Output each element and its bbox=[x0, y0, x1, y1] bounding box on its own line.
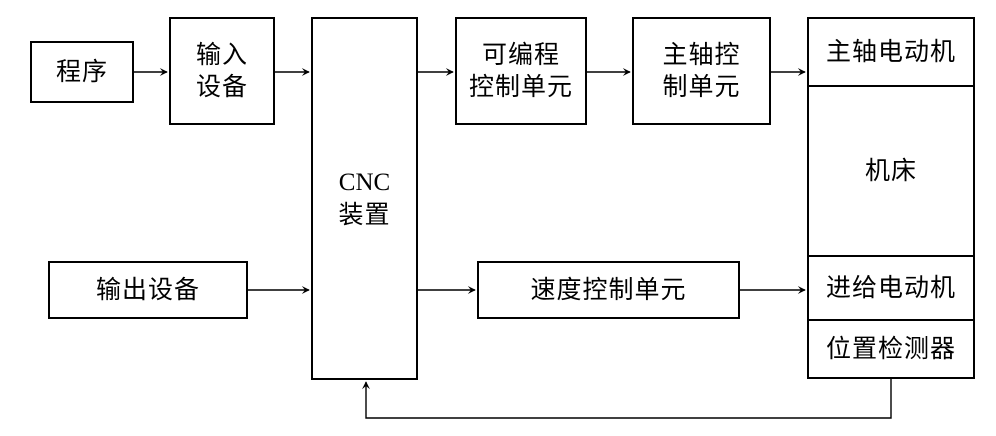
output-device-label: 输出设备 bbox=[95, 275, 200, 304]
program-block: 程序 bbox=[30, 41, 134, 103]
program-label: 程序 bbox=[55, 57, 108, 86]
spindle-motor-block: 主轴电动机 bbox=[807, 17, 975, 87]
feed-motor-block: 进给电动机 bbox=[807, 255, 975, 321]
position-detector-block: 位置检测器 bbox=[807, 319, 975, 379]
position-detector-label: 位置检测器 bbox=[825, 334, 956, 363]
speed-control-unit-label: 速度控制单元 bbox=[530, 275, 687, 304]
input-device-block: 输入 设备 bbox=[169, 17, 275, 125]
plc-unit-block: 可编程 控制单元 bbox=[455, 17, 587, 125]
cnc-device-block: CNC 装置 bbox=[311, 17, 418, 380]
input-device-label: 输入 设备 bbox=[195, 40, 248, 101]
machine-tool-label: 机床 bbox=[864, 156, 917, 185]
feed-motor-label: 进给电动机 bbox=[825, 273, 956, 302]
spindle-control-unit-label: 主轴控 制单元 bbox=[662, 40, 741, 101]
spindle-control-unit-block: 主轴控 制单元 bbox=[632, 17, 771, 125]
plc-unit-label: 可编程 控制单元 bbox=[468, 40, 573, 101]
speed-control-unit-block: 速度控制单元 bbox=[477, 261, 740, 319]
feedback-position-to-cnc bbox=[362, 379, 892, 419]
spindle-motor-label: 主轴电动机 bbox=[825, 37, 956, 66]
cnc-device-label-line2: 装置 bbox=[338, 199, 391, 229]
cnc-device-label-line1: CNC bbox=[338, 168, 391, 196]
output-device-block: 输出设备 bbox=[48, 261, 248, 319]
